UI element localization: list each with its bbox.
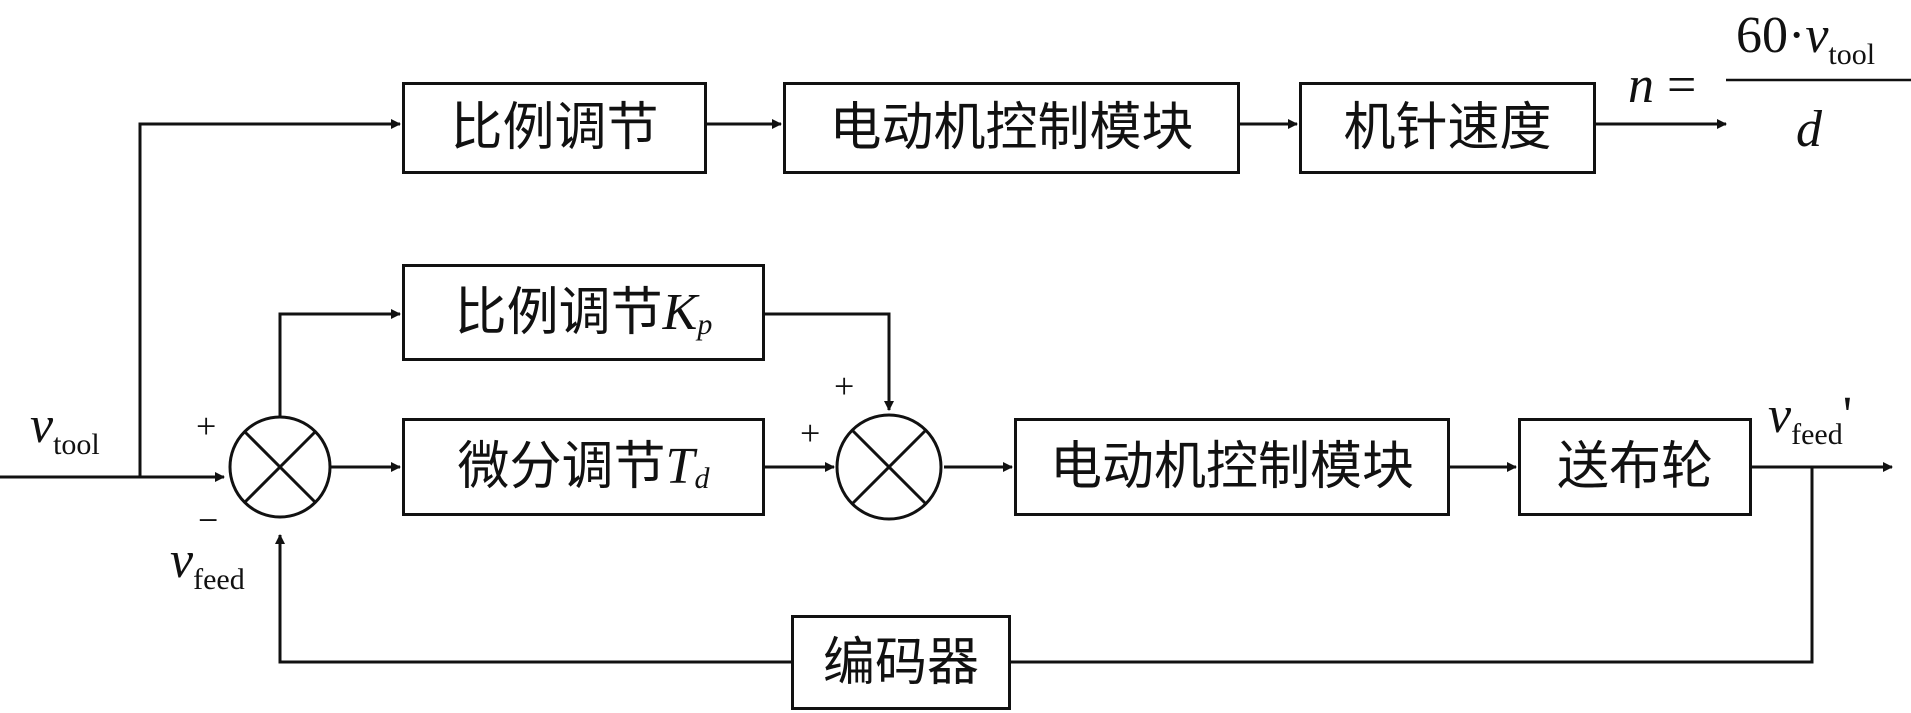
sum1-to-kp-line [278, 309, 401, 421]
sum1-minus-sign: − [198, 500, 219, 540]
v-tool-input-label: vtool [30, 397, 100, 461]
needle-speed-label: 机针速度 [1343, 98, 1552, 158]
proportional-kp-label: 比例调节 [454, 282, 663, 343]
feed-wheel-label: 送布轮 [1556, 437, 1713, 497]
td-subscript: d [694, 462, 710, 495]
needle-speed-block: 机针速度 [1299, 82, 1596, 174]
encoder-block: 编码器 [791, 615, 1011, 710]
motor-control-block: 电动机控制模块 [1014, 418, 1450, 516]
kp-to-sum2-line [765, 312, 894, 411]
derivative-td-label: 微分调节 [457, 437, 666, 497]
feedback-left-line [275, 534, 791, 664]
formula-equals: = [1667, 57, 1697, 114]
feed-wheel-block: 送布轮 [1518, 418, 1752, 516]
top-proportional-block: 比例调节 [402, 82, 707, 174]
formula-denominator: d [1796, 101, 1822, 158]
top-motor-control-label: 电动机控制模块 [829, 98, 1194, 158]
v-feed-label: vfeed [170, 532, 245, 596]
td-symbol: T [665, 438, 695, 495]
formula-lhs: n = [1628, 60, 1696, 112]
formula-numerator: 60·vtool [1736, 7, 1876, 71]
motor-control-label: 电动机控制模块 [1049, 437, 1414, 497]
kp-subscript: p [697, 307, 713, 341]
kp-symbol: K [662, 283, 698, 341]
feedforward-line [138, 119, 401, 477]
sum1-plus-sign: + [196, 406, 217, 446]
derivative-td-block: 微分调节 T d [402, 418, 765, 516]
encoder-label: 编码器 [822, 632, 979, 693]
v-feed-output-label: vfeed' [1768, 387, 1853, 451]
top-proportional-label: 比例调节 [450, 98, 659, 158]
sum2-plus-left-sign: + [800, 413, 821, 453]
proportional-kp-block: 比例调节 K p [402, 264, 765, 361]
sum2-plus-top-sign: + [834, 366, 855, 406]
formula-n: n [1628, 57, 1654, 114]
feedback-right-line [1011, 467, 1814, 664]
top-motor-control-block: 电动机控制模块 [783, 82, 1240, 174]
